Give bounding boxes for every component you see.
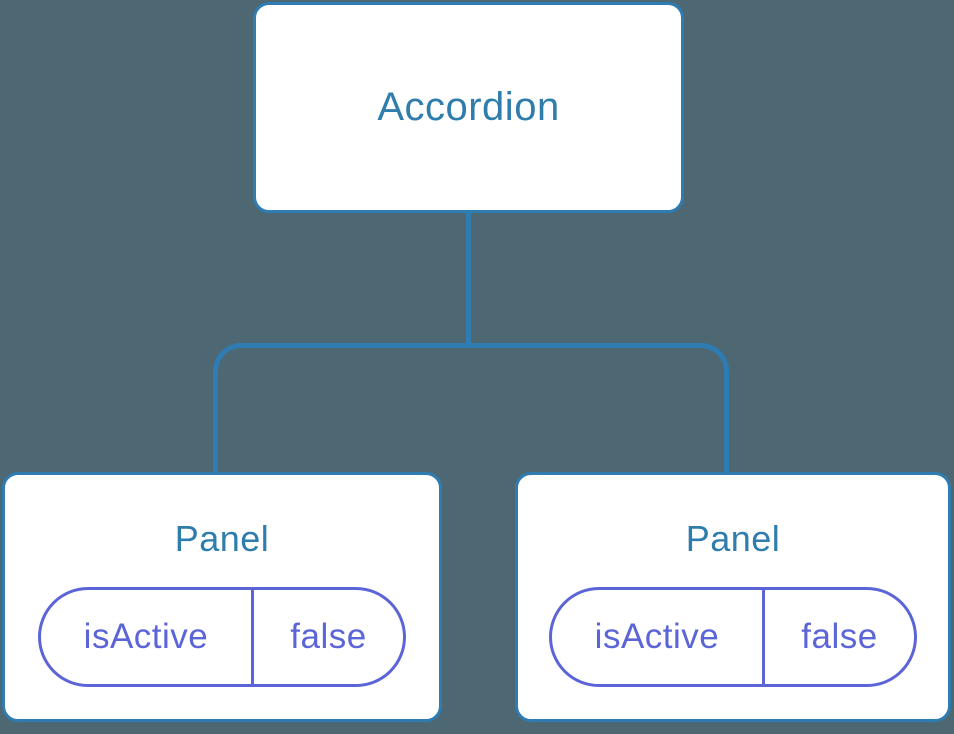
state-pill: isActive false (549, 587, 917, 688)
panel-node-left: Panel isActive false (2, 472, 442, 722)
state-value-cell: false (765, 590, 914, 684)
state-value: false (801, 617, 878, 657)
panel-node-label: Panel (685, 518, 781, 559)
state-key: isActive (594, 617, 720, 657)
state-value-cell: false (254, 590, 403, 684)
state-key-cell: isActive (552, 590, 765, 685)
state-pill: isActive false (38, 587, 406, 688)
accordion-node: Accordion (253, 2, 684, 213)
connector-stem (466, 211, 471, 345)
state-value: false (290, 617, 367, 657)
connector-bracket (213, 343, 729, 472)
panel-node-label: Panel (174, 518, 270, 559)
state-key: isActive (83, 617, 209, 657)
panel-node-right: Panel isActive false (515, 472, 951, 722)
state-key-cell: isActive (41, 590, 254, 685)
accordion-node-label: Accordion (377, 85, 560, 129)
